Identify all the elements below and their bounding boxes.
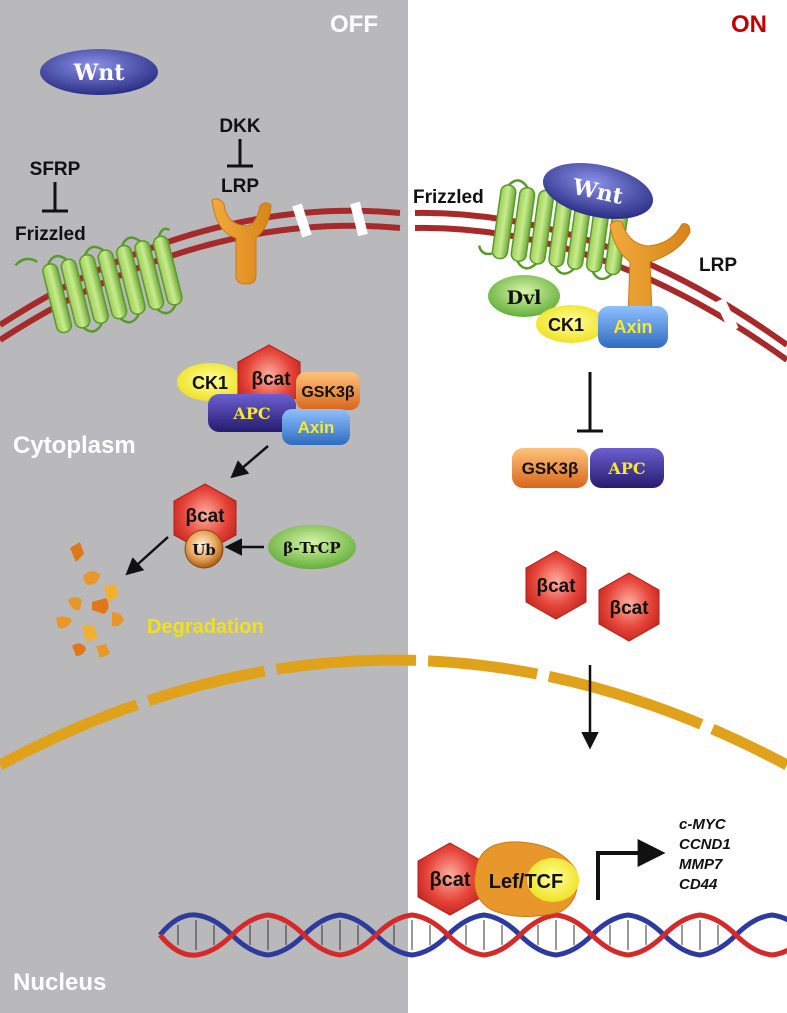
lef-tcf-highlight [527,858,579,902]
btrcp-label: β-TrCP [283,539,340,557]
target-gene: CD44 [679,876,718,893]
bcat-complex-label: βcat [251,369,291,390]
degradation-label: Degradation [147,616,264,638]
ubiquitin [184,529,224,569]
ub-label: Ub [192,541,216,559]
sfrp-label: SFRP [30,159,81,180]
dkk-label: DKK [219,116,260,137]
target-gene-list: c-MYC CCND1 MMP7 CD44 [679,816,731,893]
wnt-ligand-on [542,163,654,219]
target-gene: c-MYC [679,816,727,833]
degradation-fragments [56,542,124,658]
apc-label-off: APC [232,404,270,423]
sfrp-inhibition [42,182,68,213]
frizzled-label-off: Frizzled [15,224,86,245]
gsk3b-on [512,448,588,488]
ck1-label-off: CK1 [192,373,228,393]
off-label: OFF [330,11,378,38]
dvl-label: Dvl [507,287,542,309]
axin-label-on: Axin [613,317,652,337]
gsk3b-label-off: GSK3β [301,384,355,401]
apc-off [208,394,296,432]
ck1-on [536,305,606,343]
ck1-label-on: CK1 [548,315,584,335]
gsk3b-label-on: GSK3β [522,459,579,478]
nucleus-label: Nucleus [13,969,106,996]
wnt-ligand-off [40,49,158,95]
lrp-label-off: LRP [221,176,259,197]
lrp-receptor-off [211,198,272,285]
arrow-complex-to-bcat [230,445,269,479]
bcat-stable-b [598,572,660,642]
target-gene: CCND1 [679,836,731,853]
membrane-gaps [292,201,739,333]
axin-off [282,409,350,445]
bcat-ub-label: βcat [185,506,225,527]
axin-on [598,306,668,348]
bcat-stable-a-label: βcat [536,576,576,597]
btrcp [268,525,356,569]
dna-helix [158,912,787,958]
bcat-nuclear-label: βcat [429,869,470,891]
complex-inhibition [577,372,603,433]
target-gene: MMP7 [679,856,723,873]
lrp-label-on: LRP [699,255,737,276]
dvl [488,275,560,317]
bcat-stable-a [525,550,587,620]
transcription-arrow [596,839,666,900]
cytoplasm-label: Cytoplasm [13,432,136,459]
nuclear-envelope [0,654,787,770]
bcat-stable-b-label: βcat [609,598,649,619]
dkk-inhibition [227,139,253,168]
ck1-off [177,363,243,401]
gsk3b-off [296,372,360,410]
lef-tcf-label: Lef/TCF [489,871,563,893]
apc-on [590,448,664,488]
frizzled-label-on: Frizzled [413,187,484,208]
wnt-label-off: Wnt [73,60,126,86]
axin-label-off: Axin [298,418,335,437]
frizzled-receptor-off [14,227,183,334]
on-label: ON [731,11,767,38]
apc-label-on: APC [607,459,645,478]
arrow-bcat-to-degradation [125,536,169,576]
